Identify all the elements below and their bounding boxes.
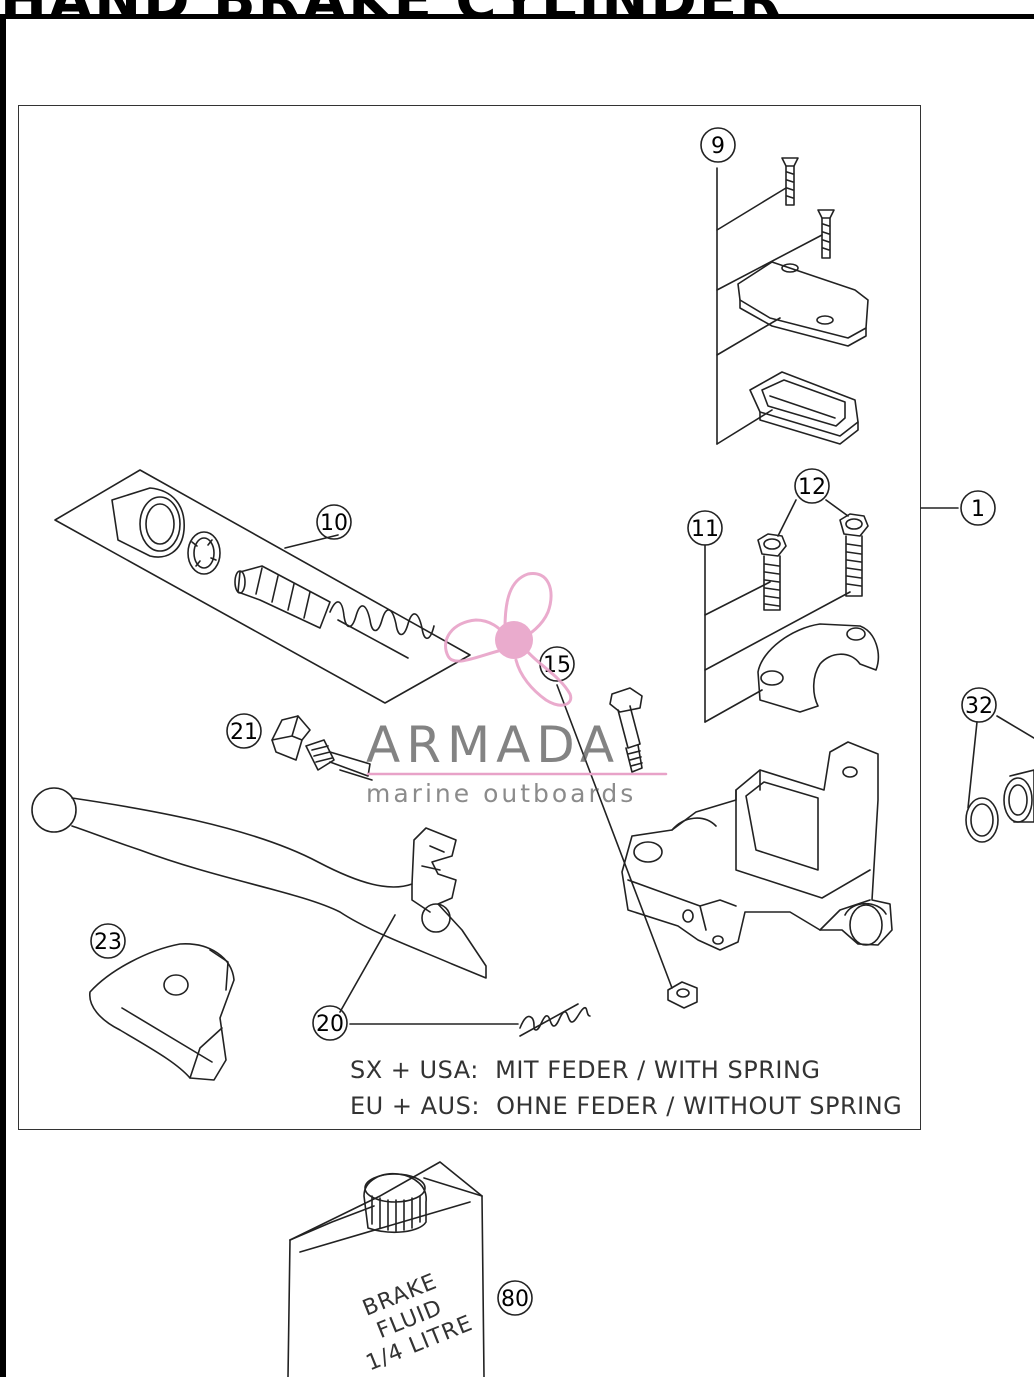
spring-note-line-2: EU + AUS: OHNE FEDER / WITHOUT SPRING: [350, 1092, 903, 1120]
watermark-propeller-icon: [444, 572, 573, 707]
o-rings: [965, 715, 1034, 843]
frame-left-border: [0, 14, 6, 1377]
callout-23: 23: [90, 923, 126, 959]
callout-10-label: 10: [320, 511, 348, 536]
callout-11: 11: [687, 510, 723, 546]
callout-15: 15: [539, 646, 575, 682]
callout-21-label: 21: [230, 720, 258, 745]
brake-lever: [31, 787, 487, 1013]
watermark-brand-name: ARMADA: [366, 716, 621, 774]
callout-15-label: 15: [543, 653, 571, 678]
callout-12-label: 12: [798, 475, 826, 500]
callout-9-label: 9: [711, 134, 725, 159]
frame-top-border: [0, 14, 1034, 19]
lever-guard: [89, 943, 235, 1081]
page-title: HAND BRAKE CYLINDER: [0, 0, 1034, 16]
callout-20: 20: [312, 1005, 348, 1041]
callout-20-label: 20: [316, 1012, 344, 1037]
callout-32: 32: [961, 687, 997, 723]
callout-1: 1: [960, 490, 996, 526]
callout-11-label: 11: [691, 517, 719, 542]
callout-80-label: 80: [501, 1287, 529, 1312]
callout-1-label: 1: [971, 497, 985, 522]
callout-21: 21: [226, 713, 262, 749]
master-cylinder-body: [621, 507, 959, 951]
callout-9: 9: [700, 127, 736, 163]
spring-note-line-1: SX + USA: MIT FEDER / WITH SPRING: [350, 1056, 821, 1084]
diagram-panel: [18, 105, 921, 1130]
brake-fluid-bottle: [287, 1161, 485, 1377]
return-spring: [349, 1003, 591, 1037]
piston-kit: [54, 469, 471, 704]
callout-23-label: 23: [94, 930, 122, 955]
callout-12: 12: [794, 468, 830, 504]
callout-10: 10: [316, 504, 352, 540]
pivot-bolt-assembly: [556, 684, 698, 1009]
callout-32-label: 32: [965, 694, 993, 719]
callout-80: 80: [497, 1280, 533, 1316]
watermark-tagline: marine outboards: [366, 779, 637, 808]
adjuster-screw: [271, 715, 373, 781]
reservoir-cover-assembly: [716, 157, 869, 445]
handlebar-clamp-assembly: [704, 499, 880, 723]
